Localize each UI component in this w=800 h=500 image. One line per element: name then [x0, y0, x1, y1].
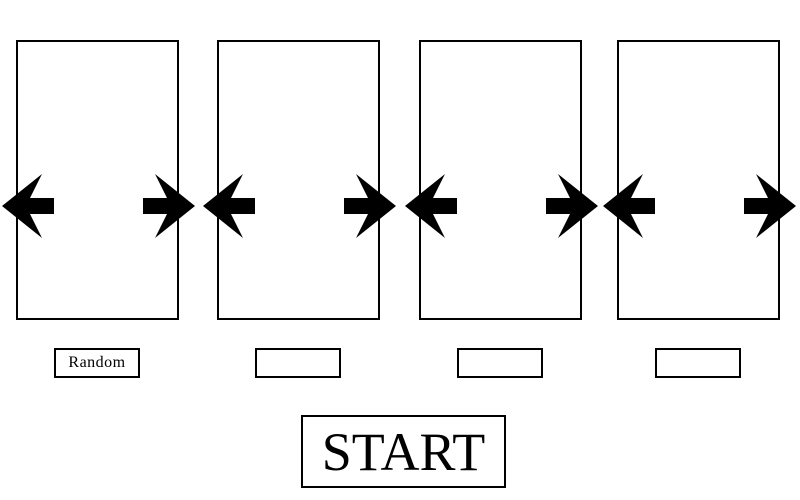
- arrow-left-icon[interactable]: [601, 172, 657, 240]
- slot-panel-4: [617, 40, 780, 320]
- arrow-right-icon[interactable]: [742, 172, 798, 240]
- arrow-right-icon[interactable]: [544, 172, 600, 240]
- slot-panel-2: [217, 40, 380, 320]
- slot-panel-3: [419, 40, 582, 320]
- arrow-left-icon[interactable]: [403, 172, 459, 240]
- arrow-left-icon[interactable]: [201, 172, 257, 240]
- arrow-right-icon[interactable]: [342, 172, 398, 240]
- slot-label-2: [255, 348, 341, 378]
- slot-panel-1: [16, 40, 179, 320]
- arrow-left-icon[interactable]: [0, 172, 56, 240]
- slot-label-3: [457, 348, 543, 378]
- arrow-right-icon[interactable]: [141, 172, 197, 240]
- start-button[interactable]: START: [301, 415, 506, 488]
- slot-label-4: [655, 348, 741, 378]
- slot-label-1: Random: [54, 348, 140, 378]
